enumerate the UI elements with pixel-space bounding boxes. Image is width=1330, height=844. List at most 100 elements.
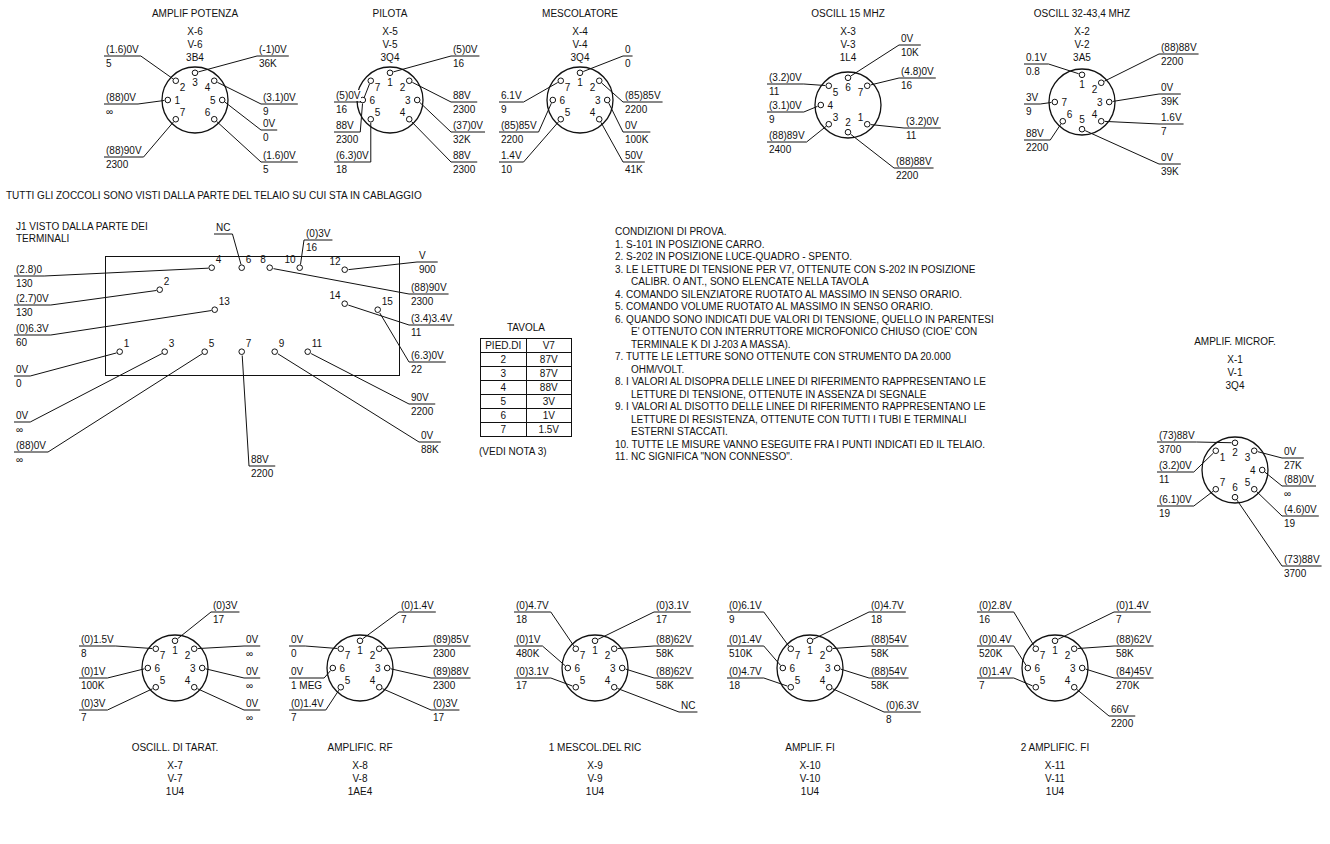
pin-number: 12 [325,256,341,267]
pin-number: 1 [352,645,368,656]
pin-number: 3 [169,338,185,349]
table-cell: 87V [527,353,572,366]
voltage-reading: 88V [452,90,472,101]
pin-hole [596,78,602,84]
pin-hole [1060,118,1066,124]
leader-line [197,689,260,710]
leader-line [383,646,471,649]
resistance-reading: 520K [978,648,1003,659]
leader-line [618,688,698,712]
test-condition-note: 1. S-101 IN POSIZIONE CARRO. [615,239,1005,252]
terminal-hole [202,349,208,355]
voltage-reading: (6.1)0V [1158,494,1193,505]
tube-socket: OSCILL 15 MHZX-3V-31L41234567 [814,71,882,139]
socket-title: 1U4 [1045,786,1065,797]
tube-socket: 2 AMPLIFIC. FIX-11V-111U41234567 [1021,634,1089,702]
table-row: 61V [481,409,571,423]
socket-outline [1021,634,1089,702]
resistance-reading: 39K [1160,166,1180,177]
pin-number: 4 [1245,465,1261,476]
socket-outline [326,634,394,702]
voltage-reading: 6.1V [500,90,523,101]
leader-line [363,612,436,639]
pin-number: 2 [365,650,381,661]
pin-number: 1 [169,95,185,106]
test-condition-note: 10. TUTTE LE MISURE VANNO ESEGUITE FRA I… [615,439,1005,452]
voltage-reading: (0)0.4V [978,634,1013,645]
voltage-reading: 0V [420,430,434,441]
pin-number: 5 [574,675,590,686]
voltage-reading: 50V [624,150,644,161]
pin-hole [1232,494,1238,500]
terminal-hole [239,349,245,355]
resistance-reading: 58K [655,648,675,659]
test-condition-note: 9. I VALORI AL DISOTTO DELLE LINEE DI RI… [615,401,1005,439]
pin-number: 2 [600,650,616,661]
voltage-reading: (3.2)0V [905,116,940,127]
pin-hole [1071,684,1077,690]
voltage-reading: (88)62V [1115,634,1153,645]
pin-hole [191,684,197,690]
pin-number: 4 [1087,109,1103,120]
test-condition-note: 7. TUTTE LE LETTURE SONO OTTENUTE CON ST… [615,351,1005,376]
terminal-hole [239,265,245,271]
pin-hole [1098,80,1104,86]
terminal-hole [272,349,278,355]
resistance-reading: 7 [400,614,408,625]
resistance-reading: 16 [452,58,465,69]
resistance-reading: 19 [1283,518,1296,529]
leader-line [851,134,934,168]
pin-number: 2 [174,82,190,93]
pin-hole [338,646,344,652]
voltage-reading: (0)4.7V [870,600,905,611]
socket-title: X-7 [166,760,184,771]
voltage-reading: (88)54V [870,634,908,645]
resistance-reading: 39K [1160,96,1180,107]
pin-number: 4 [395,107,411,118]
voltage-reading: 0 [624,44,632,55]
resistance-reading: 2300 [335,134,359,145]
pin-number: 3 [820,663,836,674]
leader-line [311,354,435,404]
socket-title: V-10 [799,773,822,784]
socket-circle [1022,635,1088,701]
terminal-hole [342,301,348,307]
socket-title: 1L4 [839,52,858,63]
voltage-reading: (0)3.1V [515,666,550,677]
leader-line [499,83,558,102]
pin-hole [845,129,851,135]
pin-number: 2 [180,650,196,661]
resistance-reading: 27K [1283,460,1303,471]
pin-hole [357,638,363,644]
socket-title: V-7 [166,773,183,784]
leader-line [727,646,781,665]
resistance-reading: 7 [80,712,88,723]
terminal-hole [267,265,273,271]
pin-number: 5 [369,107,385,118]
pin-hole [1033,646,1039,652]
voltage-reading: (88)62V [655,634,693,645]
tube-socket: 1 MESCOL.DEL RICX-9V-91U41234567 [561,634,629,702]
leader-line [14,353,117,376]
resistance-reading: 8 [885,714,893,725]
socket-title: 1U4 [800,786,820,797]
leader-line [1024,124,1061,140]
pin-hole [826,646,832,652]
table-cell: 5 [481,395,527,408]
resistance-reading: 16 [305,242,318,253]
pin-hole [573,684,579,690]
voltage-reading: (88)88V [895,156,933,167]
pin-number: 3 [590,95,606,106]
socket-title: 2 AMPLIFIC. FI [1020,742,1090,753]
pin-number: 3 [400,95,416,106]
socket-circle [327,635,393,701]
voltage-reading: (3.1)0V [262,92,297,103]
pin-hole [384,665,390,671]
pin-hole [219,97,225,103]
resistance-reading: ∞ [245,680,254,691]
voltage-reading: (0)1.4V [290,698,325,709]
voltage-reading: 0V [15,410,29,421]
resistance-reading: 130 [15,278,34,289]
tube-socket: MESCOLATOREX-4V-43Q41234567 [546,66,614,134]
pin-number: 4 [365,675,381,686]
